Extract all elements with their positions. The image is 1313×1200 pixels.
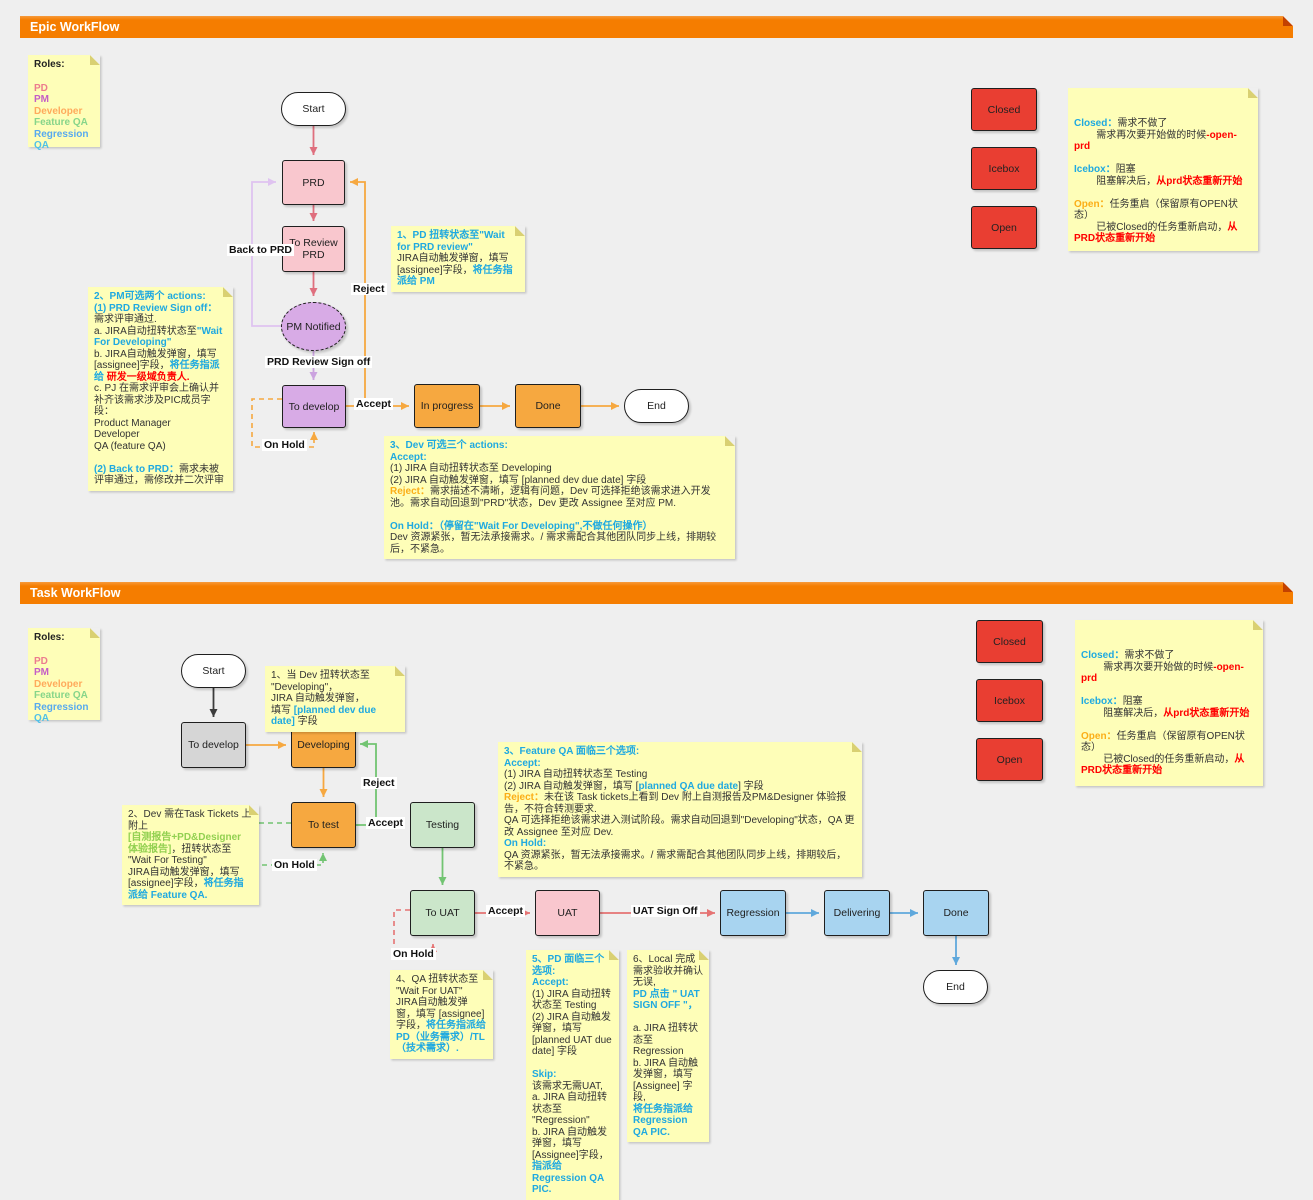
task-note-1: 1、当 Dev 扭转状态至 "Developing"，JIRA 自动触发弹窗，填… xyxy=(265,666,405,732)
task-node-delivering: Delivering xyxy=(824,890,890,936)
task-status-open: Open xyxy=(976,738,1043,781)
task-edge-label-accept-uat: Accept xyxy=(486,905,526,917)
task-node-regression: Regression xyxy=(720,890,786,936)
epic-note-3: 3、Dev 可选三个 actions:Accept:(1) JIRA 自动扭转状… xyxy=(384,436,735,559)
epic-node-done: Done xyxy=(515,384,581,428)
epic-section-title: Epic WorkFlow xyxy=(30,20,120,34)
task-edge-label-on-hold-test: On Hold xyxy=(272,859,317,871)
epic-edge-label-prd-review-sign-off: PRD Review Sign off xyxy=(265,356,373,368)
task-edge-label-reject: Reject xyxy=(361,777,397,789)
task-status-icebox: Icebox xyxy=(976,679,1043,722)
task-node-done: Done xyxy=(923,890,989,936)
epic-edge-label-reject: Reject xyxy=(351,283,387,295)
task-edge-label-uat-sign-off: UAT Sign Off xyxy=(631,905,700,917)
task-node-start: Start xyxy=(181,654,246,688)
epic-node-pm-notified: PM Notified xyxy=(281,302,346,351)
task-note-4: 4、QA 扭转状态至 "Wait For UAT"JIRA自动触发弹窗，填写 [… xyxy=(390,970,493,1059)
epic-roles-title: Roles: xyxy=(34,59,65,70)
epic-node-in-progress: In progress xyxy=(414,384,480,428)
task-roles-title: Roles: xyxy=(34,632,65,643)
epic-node-to-develop: To develop xyxy=(282,385,346,428)
task-note-6: 6、Local 完成需求验收并确认无误,PD 点击 " UAT SIGN OFF… xyxy=(627,950,709,1142)
task-node-to-test: To test xyxy=(291,802,356,848)
task-node-testing: Testing xyxy=(410,802,475,848)
epic-edge-label-back-to-prd: Back to PRD xyxy=(227,244,295,256)
task-edge-label-on-hold-uat: On Hold xyxy=(391,948,436,960)
task-node-to-uat: To UAT xyxy=(410,890,475,936)
epic-node-prd: PRD xyxy=(282,160,345,205)
task-section-title: Task WorkFlow xyxy=(30,586,121,600)
epic-status-closed: Closed xyxy=(971,88,1037,131)
task-node-end: End xyxy=(923,970,988,1004)
task-status-closed: Closed xyxy=(976,620,1043,663)
epic-note-2: 2、PM可选两个 actions:(1) PRD Review Sign off… xyxy=(88,287,233,491)
task-note-2: 2、Dev 需在Task Tickets 上附上[自测报告+PD&Designe… xyxy=(122,805,259,905)
epic-note-1: 1、PD 扭转状态至"Wait for PRD review"JIRA自动触发弹… xyxy=(391,226,525,292)
epic-status-icebox: Icebox xyxy=(971,147,1037,190)
task-section-header: Task WorkFlow xyxy=(20,582,1293,604)
epic-node-end: End xyxy=(624,389,689,423)
task-note-5: 5、PD 面临三个选项:Accept:(1) JIRA 自动扭转状态至 Test… xyxy=(526,950,619,1200)
epic-edge-label-on-hold: On Hold xyxy=(262,439,307,451)
task-node-uat: UAT xyxy=(535,890,600,936)
epic-node-start: Start xyxy=(281,92,346,126)
epic-status-open: Open xyxy=(971,206,1037,249)
epic-section-header: Epic WorkFlow xyxy=(20,16,1293,38)
task-edge-label-accept-test: Accept xyxy=(366,817,406,829)
task-note-3: 3、Feature QA 面临三个选项:Accept:(1) JIRA 自动扭转… xyxy=(498,742,862,877)
epic-edge-label-accept: Accept xyxy=(354,398,394,410)
task-node-to-develop: To develop xyxy=(181,722,246,768)
